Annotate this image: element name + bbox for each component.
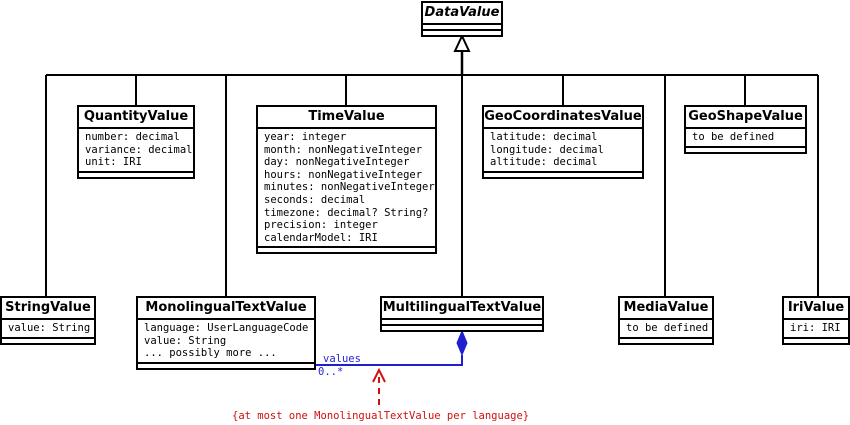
- attribute: value: String: [8, 322, 91, 334]
- attribute: altitude: decimal: [490, 156, 598, 169]
- class-attributes: year: integer month: nonNegativeInteger …: [258, 129, 435, 249]
- class-name: IriValue: [784, 298, 848, 320]
- class-multilingualtextvalue[interactable]: MultilingualTextValue: [380, 296, 544, 332]
- attribute: longitude: decimal: [490, 143, 604, 156]
- class-operations: [79, 173, 193, 177]
- attribute: year: integer: [264, 131, 347, 143]
- class-quantityvalue[interactable]: QuantityValue number: decimal variance: …: [77, 105, 195, 179]
- class-attributes: latitude: decimal longitude: decimal alt…: [484, 129, 642, 173]
- attribute: hours: nonNegativeInteger: [264, 168, 423, 181]
- class-operations: [784, 339, 848, 343]
- association-role-label: values: [323, 353, 361, 365]
- attribute: to be defined: [626, 322, 709, 334]
- attribute: calendarModel: IRI: [264, 231, 378, 244]
- class-name: MultilingualTextValue: [382, 298, 542, 320]
- attribute: minutes: nonNegativeInteger: [264, 181, 435, 194]
- class-attributes: [423, 25, 501, 31]
- class-attributes: iri: IRI: [784, 320, 848, 339]
- class-operations: [258, 248, 435, 252]
- class-attributes: [382, 320, 542, 326]
- class-attributes: language: UserLanguageCode value: String…: [138, 320, 314, 364]
- association-line: [316, 355, 463, 366]
- attribute: variance: decimal: [85, 143, 193, 156]
- attribute: to be defined: [692, 131, 775, 143]
- class-irivalue[interactable]: IriValue iri: IRI: [782, 296, 850, 345]
- composition-diamond: [456, 329, 468, 357]
- attribute: iri: IRI: [790, 322, 841, 334]
- class-name: MonolingualTextValue: [138, 298, 314, 320]
- attribute: number: decimal: [85, 131, 180, 143]
- class-attributes: to be defined: [620, 320, 712, 339]
- class-operations: [423, 31, 501, 35]
- class-operations: [620, 339, 712, 343]
- attribute: language: UserLanguageCode: [144, 322, 309, 334]
- attribute: month: nonNegativeInteger: [264, 143, 423, 156]
- class-operations: [2, 339, 94, 343]
- attribute: value: String: [144, 334, 227, 347]
- attribute: seconds: decimal: [264, 193, 366, 206]
- class-geocoordinatesvalue[interactable]: GeoCoordinatesValue latitude: decimal lo…: [482, 105, 644, 179]
- class-geoshapevalue[interactable]: GeoShapeValue to be defined: [684, 105, 807, 154]
- attribute: unit: IRI: [85, 156, 142, 169]
- attribute: ... possibly more ...: [144, 347, 277, 360]
- class-name: GeoShapeValue: [686, 107, 805, 129]
- inheritance-connectors: [45, 33, 819, 296]
- constraint-arrowhead: [372, 367, 386, 383]
- attribute: latitude: decimal: [490, 131, 598, 143]
- class-timevalue[interactable]: TimeValue year: integer month: nonNegati…: [256, 105, 437, 255]
- class-stringvalue[interactable]: StringValue value: String: [0, 296, 96, 345]
- attribute: timezone: decimal? String?: [264, 206, 429, 219]
- class-monolingualtextvalue[interactable]: MonolingualTextValue language: UserLangu…: [136, 296, 316, 370]
- attribute: precision: integer: [264, 219, 378, 232]
- class-operations: [382, 326, 542, 330]
- class-attributes: value: String: [2, 320, 94, 339]
- class-name: DataValue: [423, 3, 501, 25]
- class-name: MediaValue: [620, 298, 712, 320]
- class-name: StringValue: [2, 298, 94, 320]
- class-attributes: number: decimal variance: decimal unit: …: [79, 129, 193, 173]
- class-operations: [138, 364, 314, 368]
- class-name: GeoCoordinatesValue: [484, 107, 642, 129]
- class-mediavalue[interactable]: MediaValue to be defined: [618, 296, 714, 345]
- class-operations: [484, 173, 642, 177]
- generalization-arrowhead: [453, 33, 471, 52]
- class-datavalue[interactable]: DataValue: [421, 1, 503, 37]
- attribute: day: nonNegativeInteger: [264, 156, 410, 169]
- class-operations: [686, 148, 805, 152]
- constraint-note: {at most one MonolingualTextValue per la…: [232, 410, 530, 422]
- composition-connector: [316, 329, 468, 405]
- class-name: QuantityValue: [79, 107, 193, 129]
- association-multiplicity-label: 0..*: [318, 366, 344, 378]
- class-name: TimeValue: [258, 107, 435, 129]
- class-attributes: to be defined: [686, 129, 805, 148]
